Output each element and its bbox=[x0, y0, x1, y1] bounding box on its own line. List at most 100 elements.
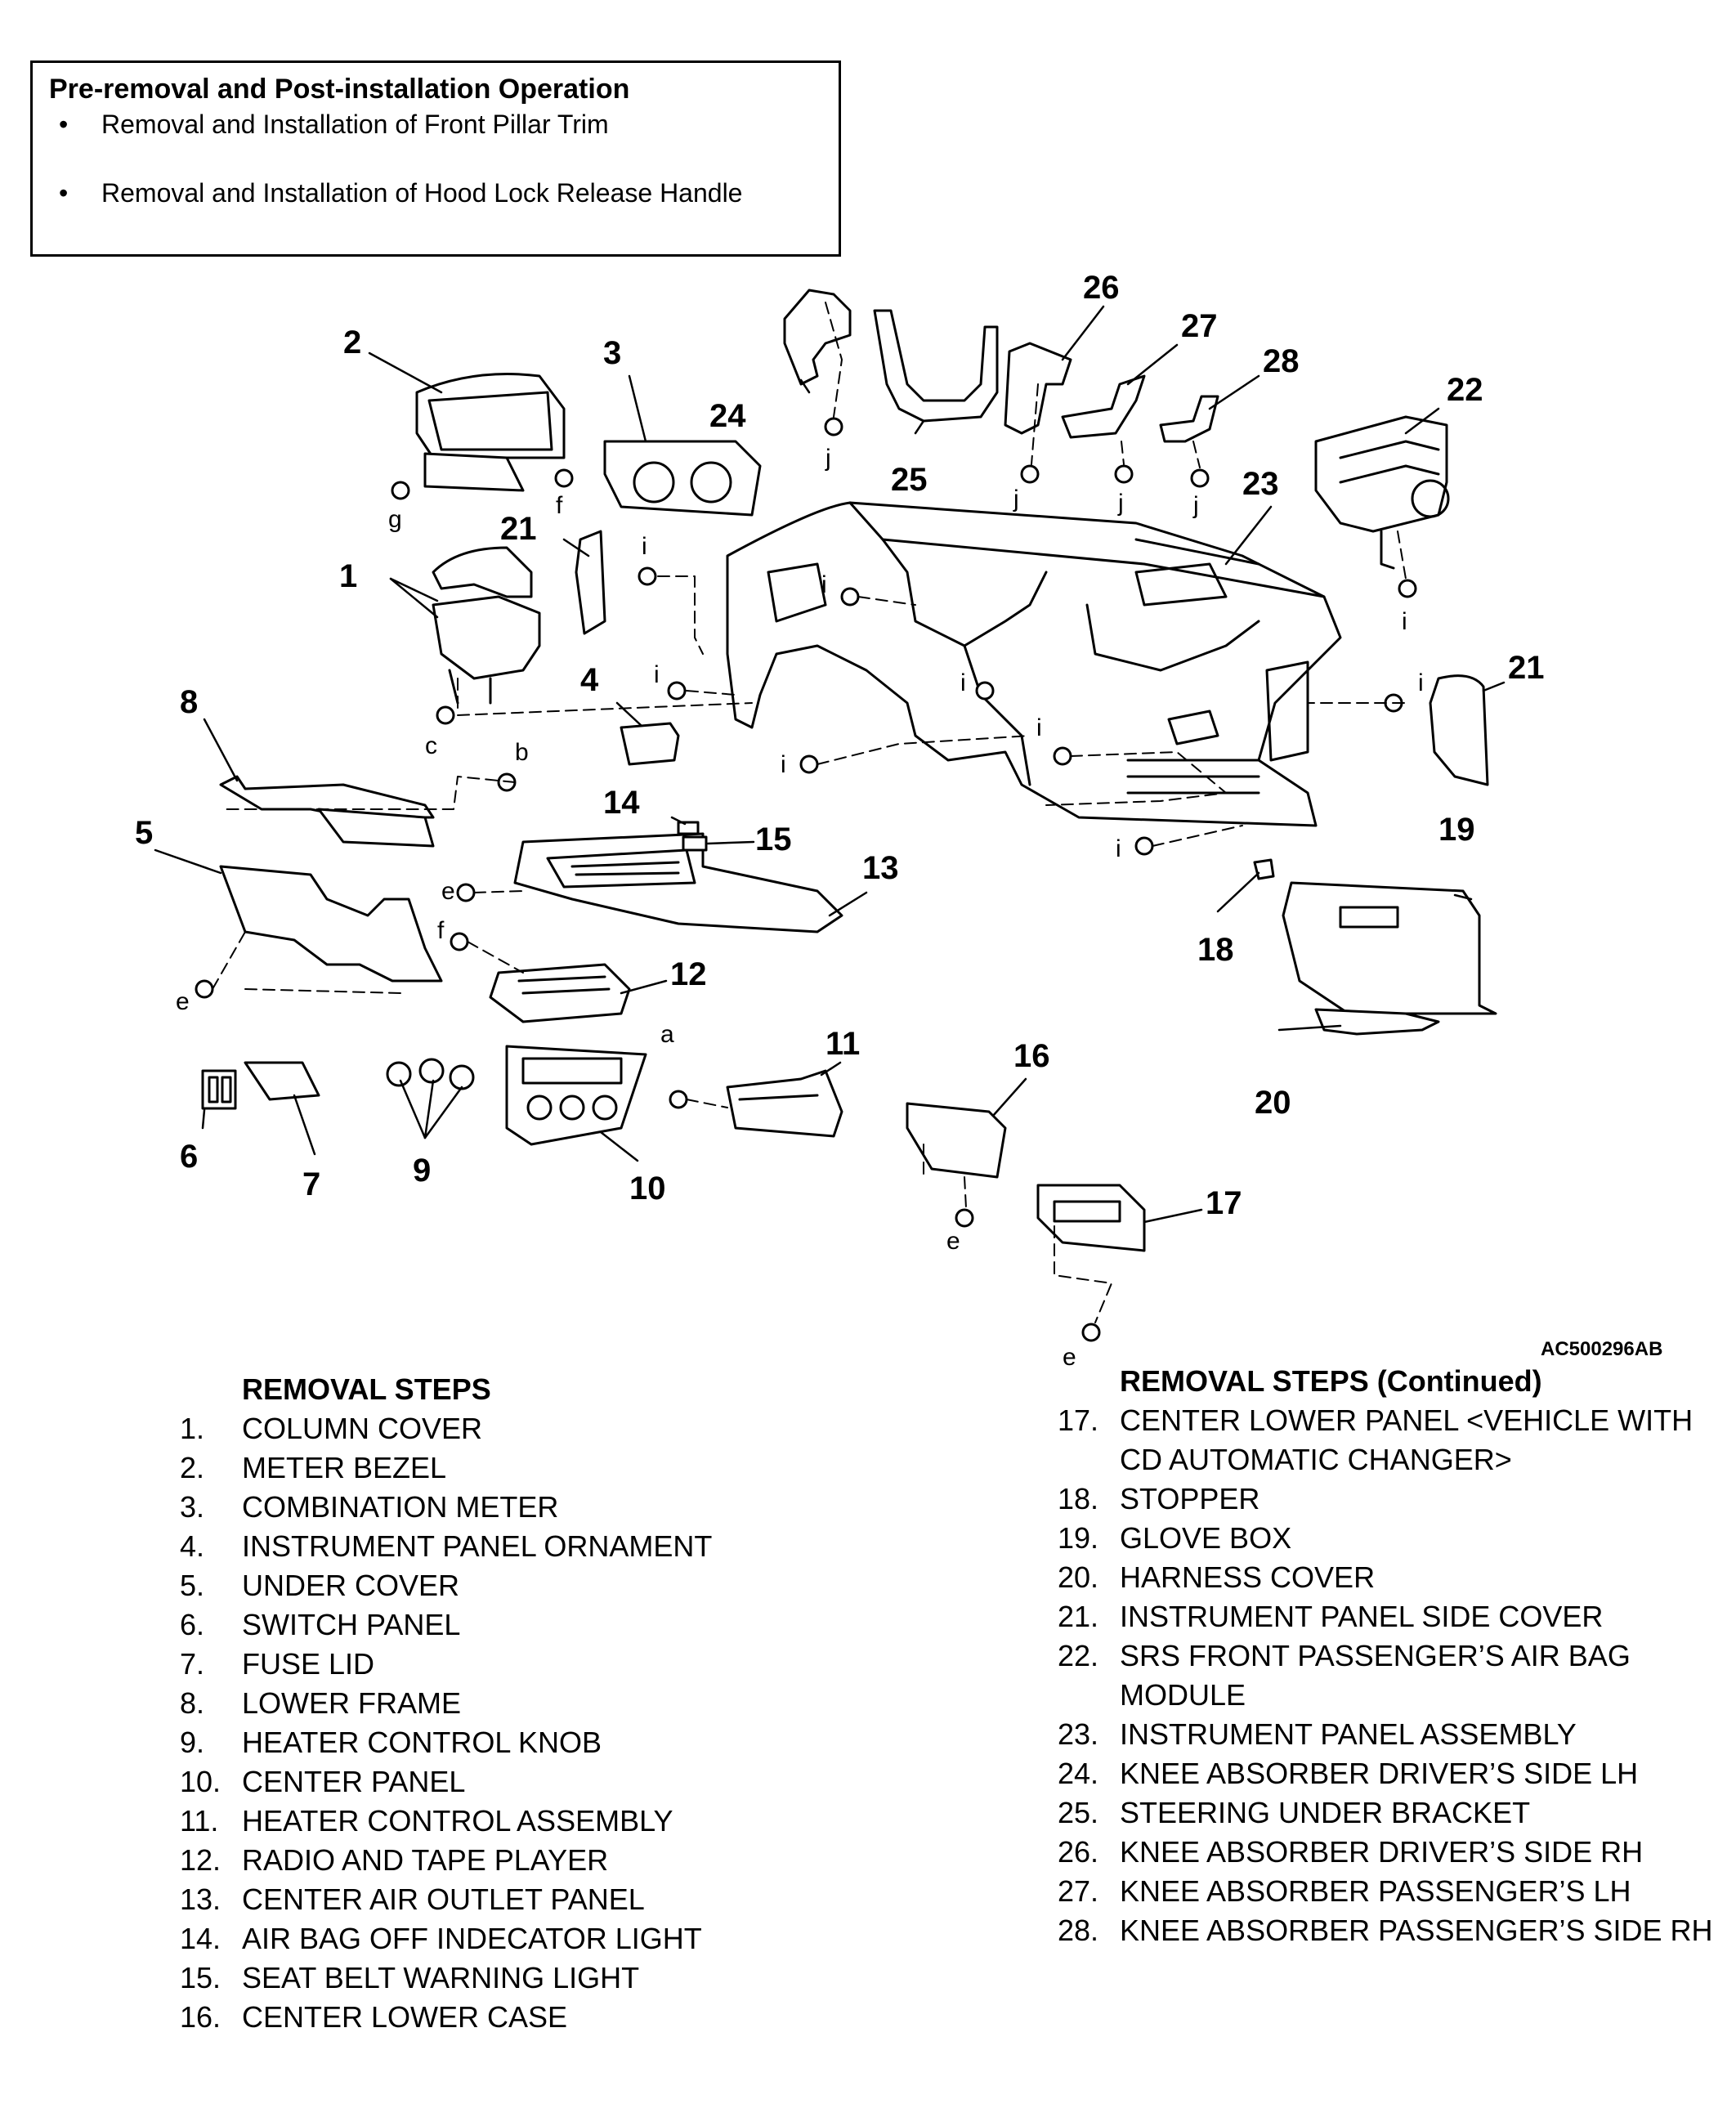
column-cover-part bbox=[432, 546, 541, 705]
step-item: 4.INSTRUMENT PANEL ORNAMENT bbox=[180, 1527, 866, 1566]
step-number: 15. bbox=[180, 1961, 221, 1994]
callout-10: 10 bbox=[629, 1171, 666, 1206]
fastener-label-j-2: j bbox=[1013, 486, 1019, 513]
callout-3: 3 bbox=[603, 335, 621, 371]
step-item: 8. LOWER FRAME bbox=[180, 1684, 866, 1723]
step-item: 19.GLOVE BOX bbox=[1058, 1519, 1728, 1558]
step-number: 9. bbox=[180, 1726, 205, 1759]
step-item: 22. SRS FRONT PASSENGER’S AIR BAG MODULE bbox=[1058, 1636, 1728, 1715]
step-number: 24. bbox=[1058, 1757, 1099, 1790]
fastener-label-i-airbag: i bbox=[1402, 608, 1407, 635]
step-item: 21. INSTRUMENT PANEL SIDE COVER bbox=[1058, 1597, 1728, 1636]
callout-9: 9 bbox=[413, 1153, 431, 1189]
callout-21-left: 21 bbox=[500, 511, 537, 547]
step-text: LOWER FRAME bbox=[242, 1686, 462, 1720]
callout-15: 15 bbox=[755, 821, 792, 857]
callout-6: 6 bbox=[180, 1139, 198, 1175]
step-item: 2. METER BEZEL bbox=[180, 1448, 866, 1488]
fastener-label-a: a bbox=[660, 1021, 674, 1048]
step-item: 20.HARNESS COVER bbox=[1058, 1558, 1728, 1597]
fastener-label-f-bottom: f bbox=[437, 917, 445, 944]
pre-removal-title: Pre-removal and Post-installation Operat… bbox=[49, 74, 630, 105]
combination-meter-part bbox=[603, 440, 762, 517]
step-text: SRS FRONT PASSENGER’S AIR BAG MODULE bbox=[1120, 1639, 1631, 1712]
under-cover-part bbox=[219, 865, 443, 983]
step-text: RADIO AND TAPE PLAYER bbox=[242, 1843, 609, 1877]
callout-17: 17 bbox=[1206, 1185, 1242, 1221]
step-number: 10. bbox=[180, 1765, 221, 1798]
callout-16: 16 bbox=[1013, 1038, 1050, 1074]
center-air-outlet-panel-part bbox=[513, 832, 843, 933]
heater-control-assembly-part bbox=[726, 1069, 843, 1138]
step-item: 11.HEATER CONTROL ASSEMBLY bbox=[180, 1802, 866, 1841]
step-item: 27.KNEE ABSORBER PASSENGER’S LH bbox=[1058, 1872, 1728, 1911]
removal-steps-left: REMOVAL STEPS 1.COLUMN COVER 2. METER BEZ… bbox=[180, 1370, 866, 2037]
fastener-label-i-6: i bbox=[781, 751, 786, 778]
callout-12: 12 bbox=[670, 956, 707, 992]
knee-absorber-passenger-lh-part bbox=[1061, 374, 1146, 439]
step-item: 9. HEATER CONTROL KNOB bbox=[180, 1723, 866, 1762]
removal-steps-title: REMOVAL STEPS bbox=[242, 1372, 491, 1406]
callout-18: 18 bbox=[1197, 932, 1234, 968]
fastener-label-j-4: j bbox=[1192, 492, 1199, 519]
step-item: 26.KNEE ABSORBER DRIVER’S SIDE RH bbox=[1058, 1833, 1728, 1872]
callout-21-right: 21 bbox=[1508, 650, 1545, 686]
switch-panel-part bbox=[201, 1069, 237, 1110]
step-number: 2. bbox=[180, 1451, 205, 1484]
pre-removal-item-pillar: Removal and Installation of Front Pillar… bbox=[49, 109, 822, 140]
step-number: 12. bbox=[180, 1843, 221, 1877]
callout-5: 5 bbox=[135, 815, 153, 851]
callout-22: 22 bbox=[1447, 372, 1483, 408]
exploded-view-diagram: 2 3 24 25 26 27 28 22 23 21 21 1 4 8 5 1… bbox=[135, 270, 1662, 1371]
removal-steps-continued-title: REMOVAL STEPS (Continued) bbox=[1120, 1364, 1542, 1398]
step-number: 8. bbox=[180, 1686, 205, 1720]
instrument-panel-ornament-part bbox=[620, 722, 680, 766]
removal-steps-right: REMOVAL STEPS (Continued) 17.CENTER LOWE… bbox=[1058, 1362, 1728, 1950]
callout-28: 28 bbox=[1263, 343, 1300, 379]
fastener-label-i-2: i bbox=[821, 571, 827, 598]
step-number: 1. bbox=[180, 1412, 205, 1445]
fastener-label-f-top: f bbox=[556, 492, 563, 519]
fastener-label-i-1: i bbox=[642, 533, 647, 560]
air-bag-module-part bbox=[1314, 415, 1450, 570]
fastener-label-j-1: j bbox=[825, 445, 831, 472]
callout-23: 23 bbox=[1242, 466, 1279, 502]
center-panel-part bbox=[505, 1045, 647, 1146]
callout-27: 27 bbox=[1181, 308, 1218, 344]
callout-26: 26 bbox=[1083, 270, 1120, 306]
step-text: INSTRUMENT PANEL SIDE COVER bbox=[1120, 1600, 1604, 1633]
fastener-label-i-3: i bbox=[654, 661, 660, 688]
step-number: 23. bbox=[1058, 1717, 1099, 1751]
step-item: 17.CENTER LOWER PANEL <VEHICLE WITH CD A… bbox=[1058, 1401, 1728, 1480]
step-number: 18. bbox=[1058, 1482, 1099, 1515]
fastener-label-i-7: i bbox=[1036, 714, 1042, 741]
step-number: 22. bbox=[1058, 1639, 1099, 1672]
step-text: HEATER CONTROL ASSEMBLY bbox=[242, 1804, 673, 1838]
callout-25: 25 bbox=[891, 462, 928, 498]
step-text: FUSE LID bbox=[242, 1647, 375, 1681]
step-text: KNEE ABSORBER PASSENGER’S SIDE RH bbox=[1120, 1914, 1713, 1947]
step-item: 1.COLUMN COVER bbox=[180, 1409, 866, 1448]
step-text: STEERING UNDER BRACKET bbox=[1120, 1796, 1531, 1829]
step-text: METER BEZEL bbox=[242, 1451, 447, 1484]
knee-absorber-driver-lh-part bbox=[783, 289, 852, 386]
fastener-label-j-3: j bbox=[1117, 490, 1124, 517]
step-item: 5.UNDER COVER bbox=[180, 1566, 866, 1605]
step-text: CENTER LOWER PANEL <VEHICLE WITH CD AUTO… bbox=[1120, 1403, 1693, 1476]
step-text: CENTER LOWER CASE bbox=[242, 2000, 568, 2034]
figure-id: AC500296AB bbox=[1541, 1338, 1662, 1360]
step-number: 4. bbox=[180, 1529, 205, 1563]
step-text: INSTRUMENT PANEL ASSEMBLY bbox=[1120, 1717, 1577, 1751]
step-number: 19. bbox=[1058, 1521, 1099, 1555]
step-number: 21. bbox=[1058, 1600, 1099, 1633]
fuse-lid-part bbox=[244, 1061, 320, 1101]
step-text: AIR BAG OFF INDECATOR LIGHT bbox=[242, 1922, 702, 1955]
step-item: 18.STOPPER bbox=[1058, 1480, 1728, 1519]
callout-4: 4 bbox=[580, 662, 599, 698]
knee-absorber-passenger-rh-part bbox=[1159, 395, 1219, 443]
step-text: HEATER CONTROL KNOB bbox=[242, 1726, 602, 1759]
meter-bezel-part bbox=[415, 373, 566, 492]
seat-belt-light-part bbox=[682, 835, 708, 852]
fastener-label-e-4: e bbox=[1063, 1344, 1076, 1371]
step-item: 10.CENTER PANEL bbox=[180, 1762, 866, 1802]
